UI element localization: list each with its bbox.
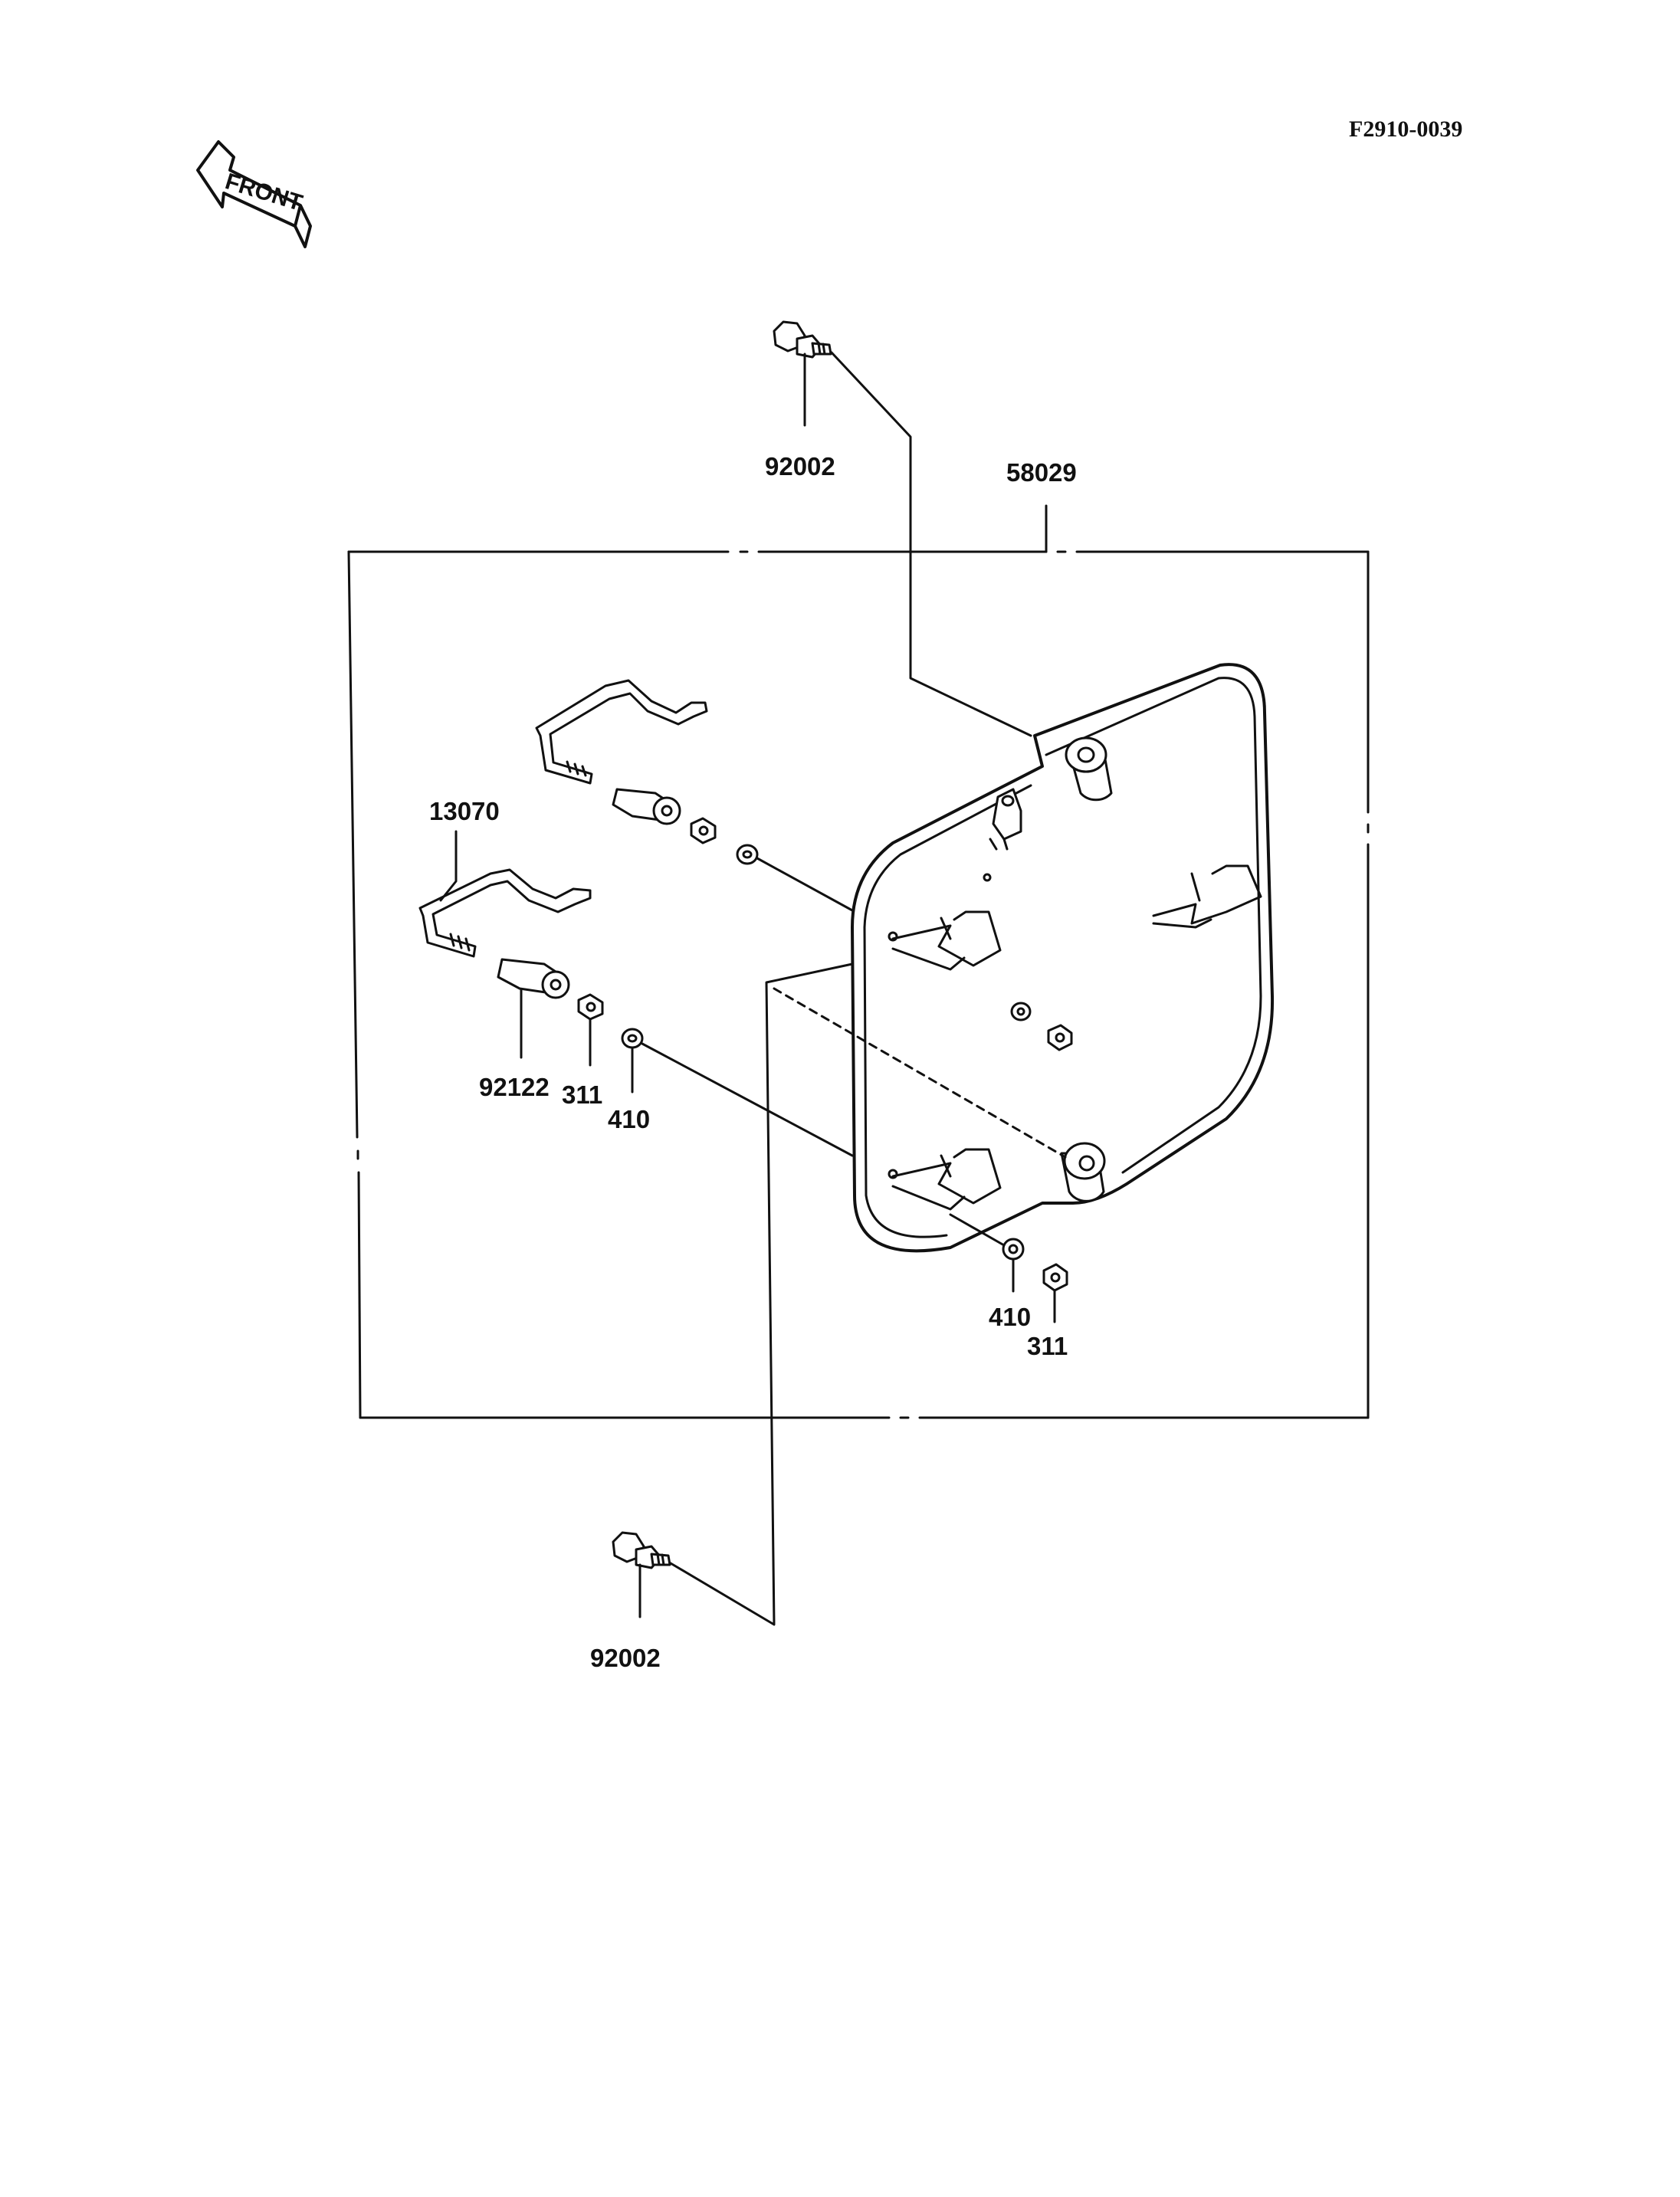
bushing-top: [1065, 736, 1113, 802]
leader-upper-hardware: [756, 857, 854, 912]
leader-washer-to-tab: [949, 1213, 1006, 1247]
nut-upper: [690, 817, 717, 844]
assembly-outline: [347, 550, 1370, 1419]
part-label-washer-right: 410: [989, 1303, 1031, 1331]
part-label-nut-right: 311: [1027, 1332, 1068, 1360]
clip-top: [983, 788, 1022, 882]
part-label-bolt-top: 92002: [765, 452, 835, 480]
washer-right: [1002, 1238, 1025, 1261]
part-label-bolt-bottom: 92002: [590, 1644, 661, 1672]
tab-right: [1152, 864, 1262, 929]
spacer-lower: [497, 958, 570, 999]
rod-upper: [535, 679, 708, 785]
hidden-line: [773, 987, 1067, 1159]
part-label-nut-left: 311: [562, 1080, 602, 1109]
bolt-bottom: [612, 1531, 671, 1569]
tab-lower-left: [888, 1148, 1002, 1211]
part-label-spacer: 92122: [479, 1073, 550, 1101]
leader-lower-hardware: [641, 1042, 854, 1157]
part-label-rod: 13070: [429, 797, 500, 825]
front-arrow-icon: FRONT: [196, 140, 312, 248]
spacer-upper: [612, 788, 681, 825]
washer-lower: [621, 1028, 644, 1049]
diagram-code: F2910-0039: [1349, 116, 1462, 142]
leader-bolt-top-path: [830, 351, 1032, 737]
part-label-washer-left: 410: [608, 1105, 650, 1133]
rod-lower: [418, 868, 592, 958]
nut-lower: [577, 993, 604, 1021]
washer-plate-upper: [1010, 1002, 1032, 1021]
leader-bolt-bottom-path: [669, 962, 854, 1626]
front-label: FRONT: [222, 169, 305, 216]
tab-upper-left: [888, 910, 1002, 971]
washer-upper: [736, 844, 759, 865]
nut-plate-upper: [1047, 1024, 1073, 1051]
bolt-top: [773, 320, 832, 359]
bushing-bottom: [1060, 1142, 1106, 1202]
nut-right: [1042, 1263, 1068, 1292]
part-label-bracket-assy: 58029: [1006, 458, 1077, 487]
leader-rod: [439, 830, 458, 902]
